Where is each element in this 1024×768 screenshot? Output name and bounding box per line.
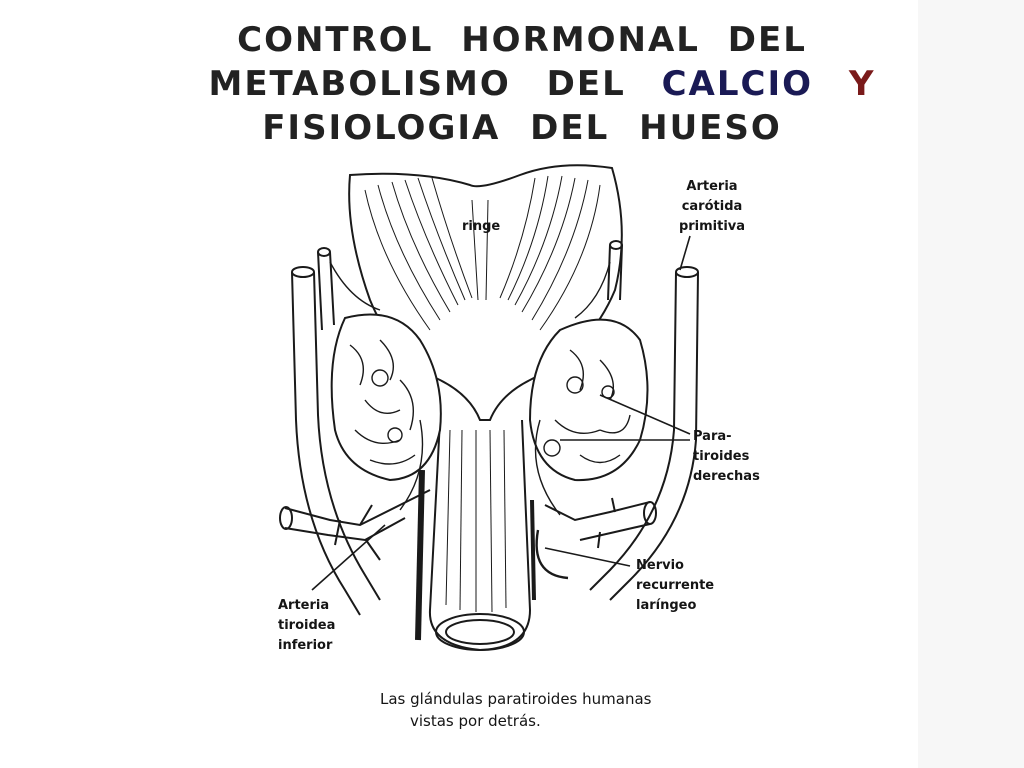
title-word-calcio: CALCIO (661, 64, 814, 104)
inferior-thyroid-artery-right (544, 501, 651, 541)
title-line-1: CONTROL HORMONAL DEL (237, 20, 807, 60)
title-line-3: FISIOLOGIA DEL HUESO (262, 108, 782, 148)
label-paratiroides-derechas: Para- tiroides derechas (693, 429, 760, 484)
caption-line-1: Las glándulas paratiroides humanas (380, 690, 652, 708)
esophagus-opening (435, 613, 525, 651)
title-word-del: DEL (546, 64, 626, 104)
title-word-metabolismo: METABOLISMO (208, 64, 511, 104)
recurrent-laryngeal-nerve (535, 529, 569, 580)
thyroid-right-lobe (528, 318, 649, 482)
esophagus (428, 419, 532, 652)
page-edge-shade (918, 0, 1024, 768)
larynx-striations (364, 175, 601, 331)
label-nervio-recurrente: Nervio recurrente laríngeo (636, 558, 715, 613)
title-word-y: Y (848, 64, 876, 104)
label-arteria-carotida: Arteria carótida primitiva (678, 179, 746, 234)
label-arteria-tiroidea: Arteria tiroidea inferior (278, 598, 336, 653)
label-laringe: ringe (462, 219, 501, 234)
caption-line-2: vistas por detrás. (410, 712, 541, 730)
figure-caption: Las glándulas paratiroides humanas vista… (380, 688, 651, 732)
leader-lines (311, 235, 691, 591)
title-line-2: METABOLISMO DEL CALCIO Y (30, 64, 1024, 104)
thyroid-left-lobe (330, 313, 442, 482)
carotid-left (291, 271, 381, 616)
